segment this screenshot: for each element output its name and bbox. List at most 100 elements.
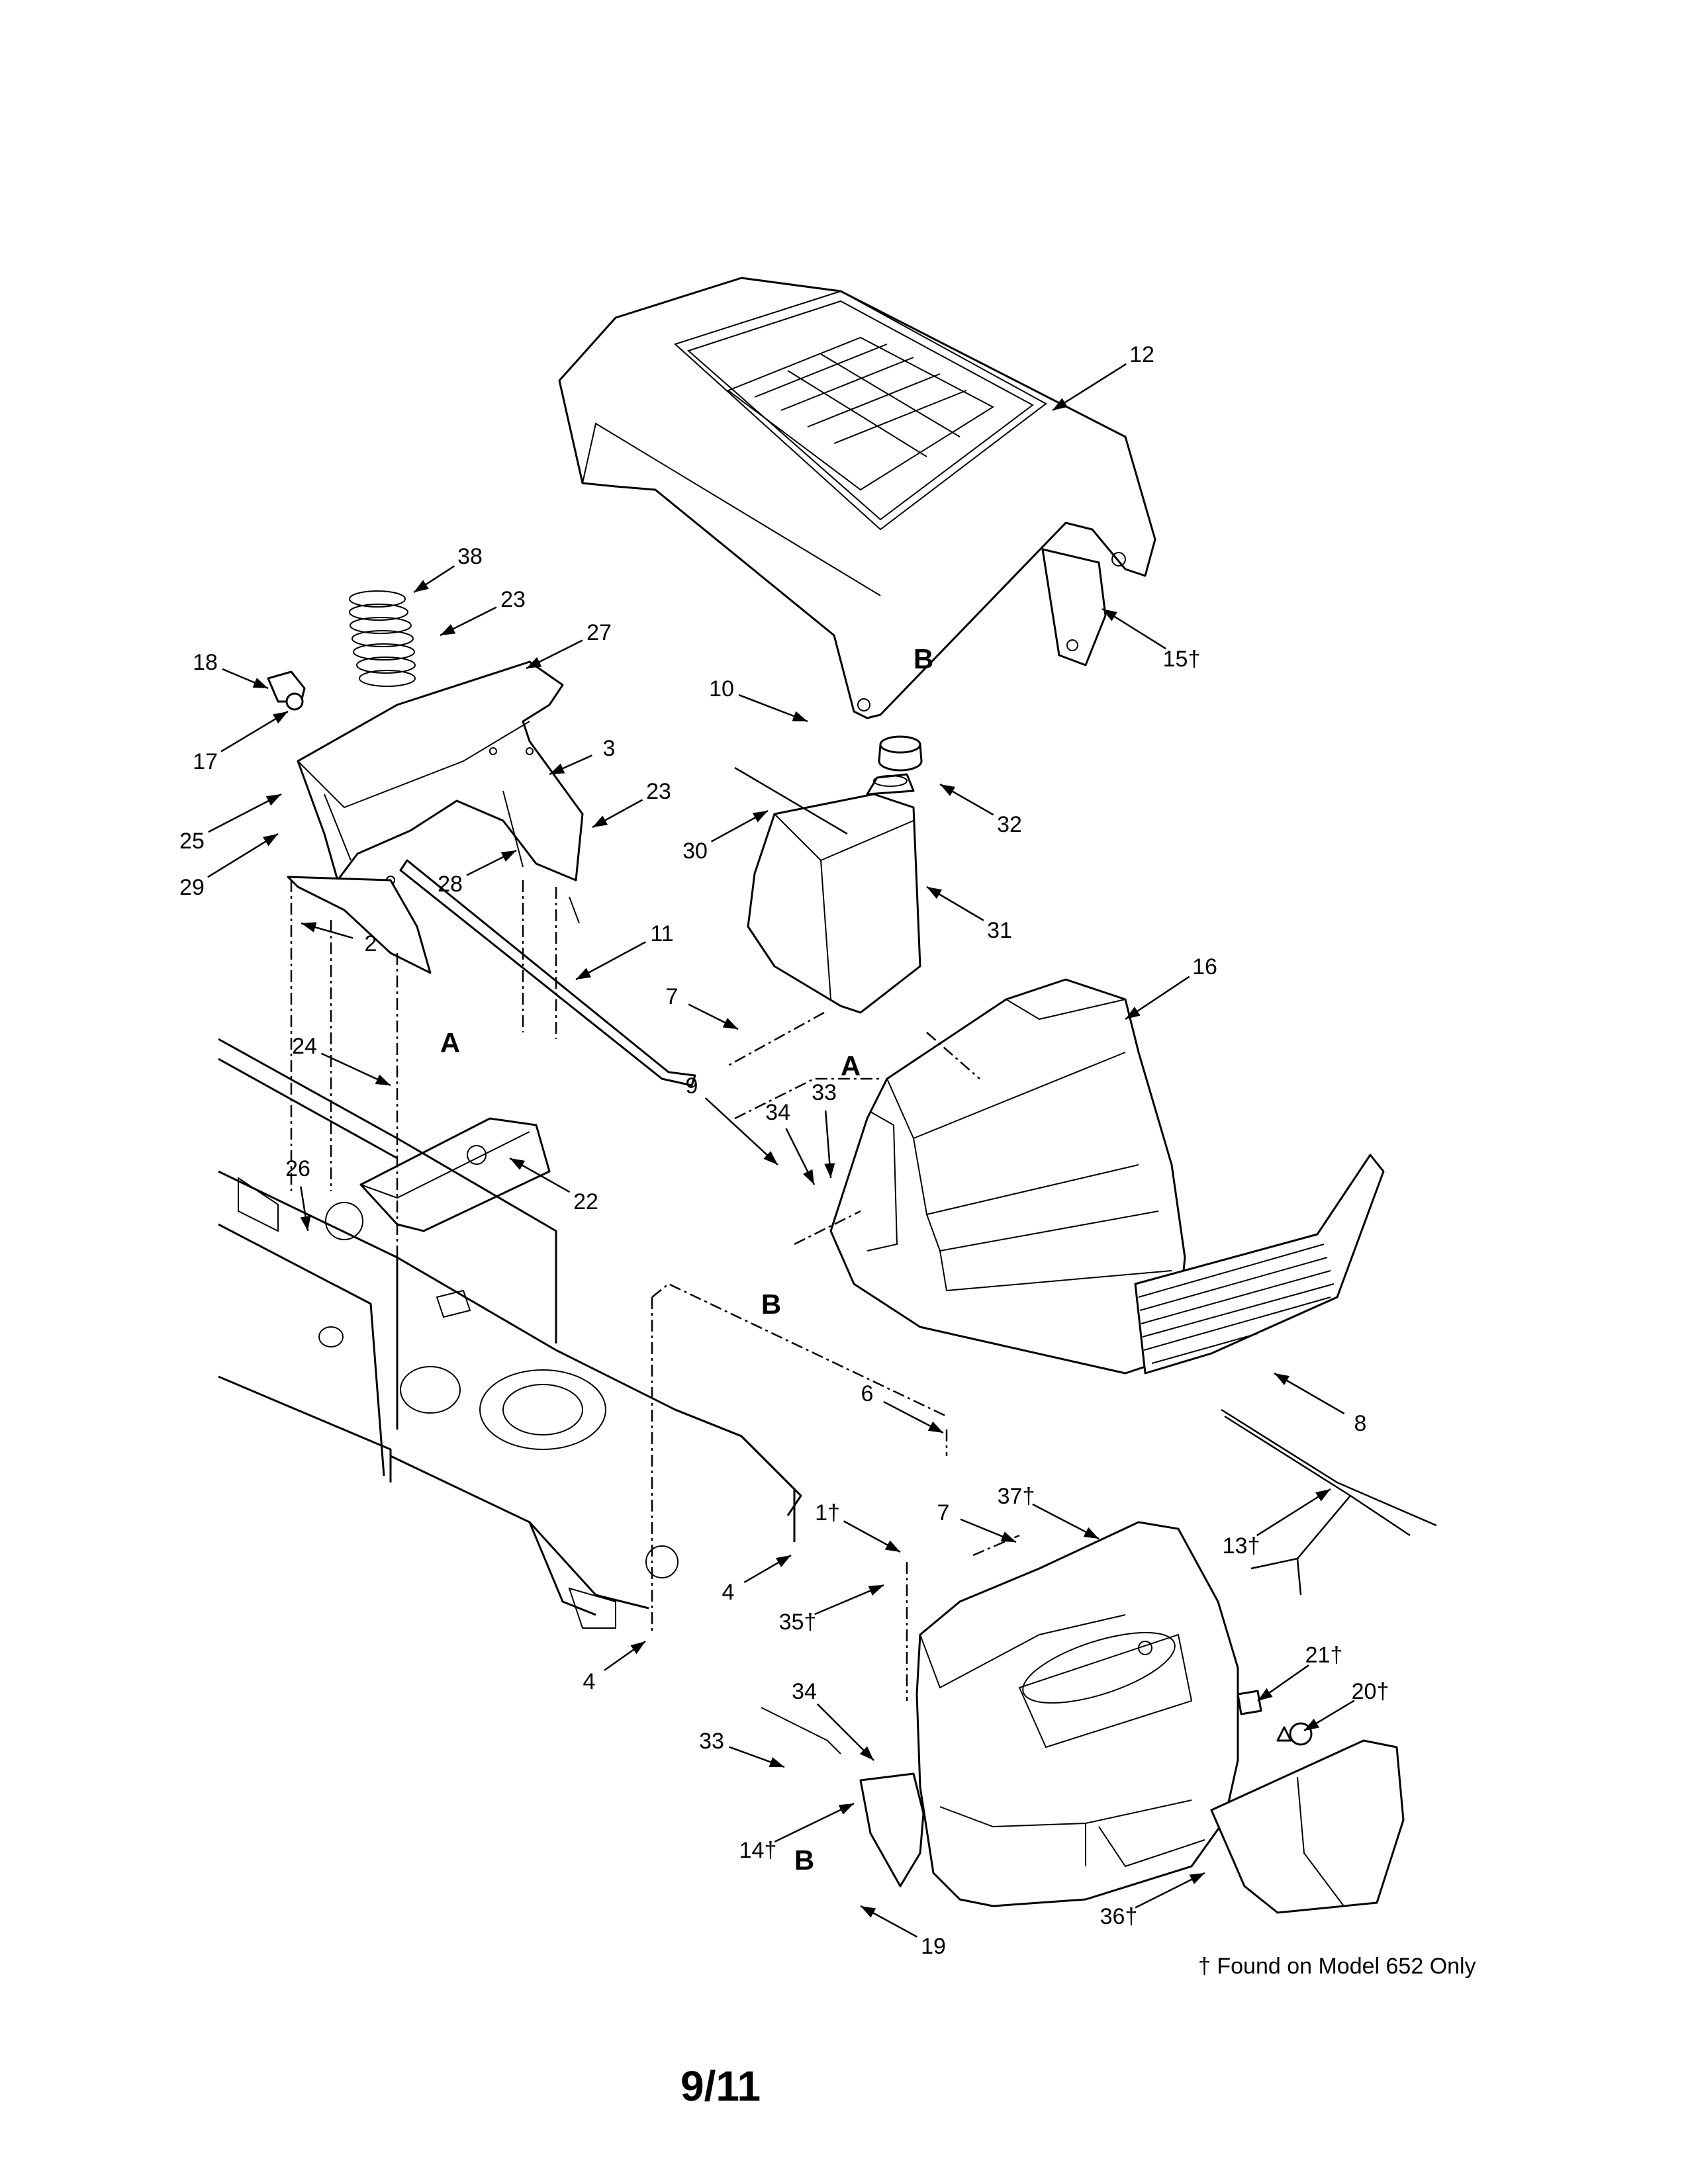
callout-label: 23 — [646, 779, 671, 804]
callout-c36: 36† — [1100, 1872, 1205, 1929]
arrowhead — [375, 1074, 391, 1085]
callout-c31: 31 — [926, 886, 1012, 943]
callout-c33a: 33 — [812, 1080, 837, 1179]
callout-label: 24 — [292, 1034, 317, 1059]
callout-c23a: 23 — [440, 587, 526, 637]
callout-label: 33 — [812, 1080, 837, 1105]
arrowhead — [1304, 1718, 1319, 1731]
callout-label: 28 — [438, 872, 463, 897]
hood-top-panel — [558, 277, 1156, 719]
reference-letter-lb3: B — [794, 1844, 814, 1876]
arrowhead — [1274, 1373, 1290, 1385]
callout-c27: 27 — [526, 620, 612, 670]
callout-c13: 13† — [1223, 1488, 1331, 1559]
callout-c14: 14† — [739, 1802, 855, 1863]
callout-c7a: 7 — [666, 984, 739, 1030]
callout-c18: 18 — [193, 650, 269, 690]
callout-label: 36† — [1100, 1904, 1138, 1929]
arrowhead — [927, 1421, 943, 1433]
callout-label: 7 — [937, 1500, 950, 1525]
callout-label: 27 — [586, 620, 612, 645]
flex-boot — [349, 590, 416, 687]
arrowhead — [510, 1158, 526, 1170]
callout-label: 37† — [998, 1484, 1035, 1509]
arrowhead — [1189, 1873, 1205, 1884]
leader-line — [704, 1097, 778, 1165]
page-number: 9/11 — [680, 2062, 761, 2110]
arrowhead — [1083, 1527, 1099, 1539]
callout-label: 4 — [722, 1580, 735, 1605]
callout-c15: 15† — [1102, 608, 1200, 672]
callout-c29: 29 — [179, 833, 279, 900]
callout-label: 20† — [1352, 1679, 1389, 1704]
callout-c35: 35† — [779, 1584, 884, 1635]
callout-c28: 28 — [438, 849, 517, 897]
arrowhead — [824, 1163, 835, 1178]
callout-label: 30 — [682, 839, 708, 864]
arrowhead — [861, 1906, 876, 1918]
arrowhead — [414, 580, 429, 592]
callout-c10: 10 — [709, 676, 808, 723]
arrowhead — [1000, 1531, 1016, 1542]
callout-c24: 24 — [292, 1034, 391, 1087]
callout-c16: 16 — [1125, 954, 1217, 1021]
callout-label: 2 — [365, 931, 377, 956]
callout-label: 8 — [1354, 1411, 1367, 1436]
arrowhead — [300, 1216, 311, 1231]
callout-c17: 17 — [193, 710, 289, 774]
arrowhead — [927, 887, 943, 899]
callout-c37: 37† — [998, 1484, 1100, 1540]
callout-c19: 19 — [860, 1905, 946, 1959]
callout-label: 34 — [765, 1100, 790, 1125]
arrowhead — [803, 1169, 814, 1185]
arrowhead — [592, 815, 608, 827]
callout-c4a: 4 — [722, 1554, 792, 1605]
arrowhead — [1125, 1007, 1141, 1019]
arrowhead — [549, 763, 565, 774]
link-rod — [399, 790, 696, 1087]
reference-letter-la1: A — [841, 1050, 861, 1081]
arrowhead — [940, 784, 956, 796]
callout-c22: 22 — [509, 1157, 598, 1214]
callout-c34b: 34 — [792, 1679, 874, 1761]
callout-label: 14† — [739, 1838, 777, 1863]
callout-label: 3 — [603, 736, 616, 761]
callout-label: 32 — [997, 812, 1022, 837]
callout-label: 11 — [650, 921, 673, 946]
assembly-lines — [290, 880, 1020, 1701]
key-switch — [267, 670, 306, 711]
callout-c38: 38 — [413, 544, 483, 594]
dash-bracket — [287, 876, 432, 974]
arrowhead — [859, 1746, 874, 1760]
fuel-tank — [747, 773, 921, 1014]
callout-c8: 8 — [1274, 1372, 1367, 1436]
reference-letter-la2: A — [440, 1027, 460, 1058]
callout-label: 19 — [921, 1934, 946, 1959]
callout-label: 13† — [1223, 1533, 1260, 1559]
side-bracket — [761, 1707, 925, 1888]
callout-label: 18 — [193, 650, 218, 675]
wire-harness — [1221, 1408, 1437, 1596]
callout-label: 31 — [987, 918, 1012, 943]
arrowhead — [1102, 609, 1117, 621]
reference-letter-lb2: B — [761, 1289, 781, 1320]
callout-label: 34 — [792, 1679, 817, 1704]
front-hood — [829, 978, 1186, 1375]
callout-c23b: 23 — [592, 779, 671, 829]
callout-label: 17 — [193, 749, 218, 774]
front-grille — [1134, 1154, 1385, 1375]
arrowhead — [1315, 1489, 1331, 1502]
arrowhead — [526, 657, 542, 668]
callout-c34a: 34 — [765, 1100, 816, 1185]
callout-c21: 21† — [1257, 1643, 1342, 1702]
arrowhead — [722, 1018, 738, 1029]
callout-c26: 26 — [285, 1156, 311, 1232]
arrowhead — [273, 711, 288, 724]
arrowhead — [630, 1641, 645, 1655]
callout-c20: 20† — [1303, 1679, 1389, 1732]
arrowhead — [763, 1151, 778, 1165]
callout-c30: 30 — [682, 809, 769, 864]
arrowhead — [252, 678, 268, 688]
callout-c33b: 33 — [699, 1729, 785, 1768]
